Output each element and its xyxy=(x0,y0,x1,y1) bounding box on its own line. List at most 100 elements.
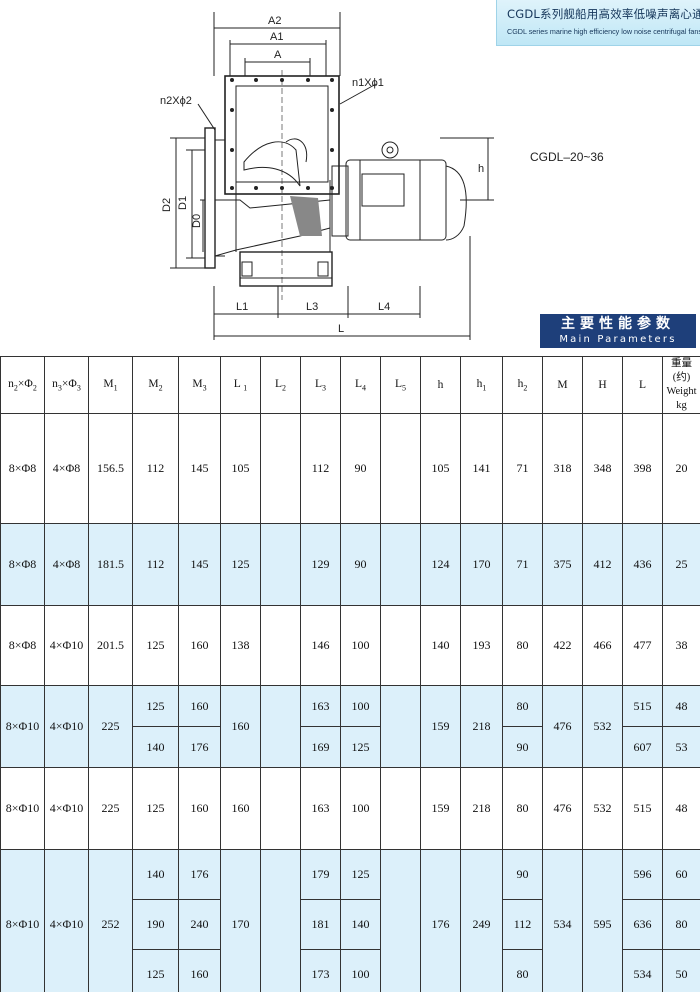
table-cell xyxy=(380,605,421,686)
table-cell: 181 xyxy=(300,899,341,950)
table-cell: 90 xyxy=(340,413,381,524)
column-header-base: M xyxy=(148,377,159,390)
table-cell: 218 xyxy=(460,685,503,768)
table-cell: 8×Φ8 xyxy=(0,605,45,686)
column-header-suffix: ×Φ xyxy=(17,377,33,390)
table-cell: 145 xyxy=(178,413,221,524)
column-header: M2 xyxy=(132,356,179,414)
table-cell: 252 xyxy=(88,849,133,992)
column-header-base: M xyxy=(103,377,114,390)
table-cell: 4×Φ10 xyxy=(44,685,89,768)
column-header-sub: 4 xyxy=(362,383,367,393)
table-cell xyxy=(380,849,421,992)
table-cell: 8×Φ10 xyxy=(0,685,45,768)
dim-label: A xyxy=(274,49,282,61)
table-cell: 140 xyxy=(340,899,381,950)
table-cell: 176 xyxy=(178,726,221,768)
table-cell: 607 xyxy=(622,726,663,768)
table-cell: 218 xyxy=(460,767,503,850)
table-cell xyxy=(260,413,301,524)
table-cell: 249 xyxy=(460,849,503,992)
table-cell: 476 xyxy=(542,767,583,850)
table-cell: 534 xyxy=(542,849,583,992)
column-header: M3 xyxy=(178,356,221,414)
dim-label: D2 xyxy=(161,198,173,212)
table-cell: 534 xyxy=(622,949,663,992)
column-header-sub: 5 xyxy=(402,383,407,393)
dim-label: n2Xϕ2 xyxy=(160,95,192,107)
dim-label: L3 xyxy=(306,301,318,313)
table-cell: 160 xyxy=(178,949,221,992)
table-cell: 4×Φ10 xyxy=(44,849,89,992)
table-cell: 48 xyxy=(662,685,700,727)
table-cell: 532 xyxy=(582,685,623,768)
table-cell: 160 xyxy=(178,605,221,686)
column-header-sub: 2 xyxy=(13,383,18,393)
column-header: h xyxy=(420,356,461,414)
header-title-cn: CGDL系列舰船用高效率低噪声离心通机 xyxy=(507,7,700,21)
table-cell: 193 xyxy=(460,605,503,686)
table-cell: 398 xyxy=(622,413,663,524)
table-cell xyxy=(260,605,301,686)
dim-label: n1Xϕ1 xyxy=(352,77,384,89)
table-cell: 375 xyxy=(542,523,583,606)
table-cell: 160 xyxy=(220,767,261,850)
table-cell: 90 xyxy=(502,849,543,900)
table-cell xyxy=(260,523,301,606)
table-cell: 156.5 xyxy=(88,413,133,524)
table-cell: 100 xyxy=(340,605,381,686)
column-header: L3 xyxy=(300,356,341,414)
table-cell: 225 xyxy=(88,685,133,768)
column-header-base: L xyxy=(354,377,363,390)
table-cell: 477 xyxy=(622,605,663,686)
weight-header-line: kg xyxy=(676,400,687,411)
weight-header-line: Weight xyxy=(666,386,697,397)
technical-drawing: A2 A1 A n1Xϕ1 n2Xϕ2 D2 D1 D0 h L1 L3 L4 … xyxy=(160,12,494,340)
table-cell: 125 xyxy=(220,523,261,606)
table-cell: 138 xyxy=(220,605,261,686)
table-cell: 163 xyxy=(300,685,341,727)
dim-label: D0 xyxy=(191,214,203,228)
table-cell: 80 xyxy=(502,767,543,850)
table-cell: 176 xyxy=(420,849,461,992)
banner-title-cn: 主要性能参数 xyxy=(561,316,675,332)
table-cell: 48 xyxy=(662,767,700,850)
table-cell: 466 xyxy=(582,605,623,686)
table-cell: 105 xyxy=(220,413,261,524)
table-cell: 105 xyxy=(420,413,461,524)
table-cell: 60 xyxy=(662,849,700,900)
column-header-sub: 2 xyxy=(158,383,163,393)
table-cell xyxy=(380,523,421,606)
table-cell xyxy=(260,849,301,992)
table-cell: 100 xyxy=(340,767,381,850)
table-cell xyxy=(260,685,301,768)
table-cell: 160 xyxy=(178,767,221,850)
column-header-sub: 1 xyxy=(482,383,487,393)
column-header-base: L xyxy=(314,377,323,390)
column-header-base: h xyxy=(437,379,444,391)
table-cell: 125 xyxy=(132,685,179,727)
column-header-suffix: ×Φ xyxy=(61,377,77,390)
table-cell xyxy=(380,413,421,524)
table-cell: 595 xyxy=(582,849,623,992)
dim-label: L1 xyxy=(236,301,248,313)
table-cell: 422 xyxy=(542,605,583,686)
column-header: L2 xyxy=(260,356,301,414)
column-header-base: n xyxy=(52,377,58,390)
table-cell: 636 xyxy=(622,899,663,950)
column-header: h1 xyxy=(460,356,503,414)
column-header: M1 xyxy=(88,356,133,414)
table-cell: 318 xyxy=(542,413,583,524)
column-header-sub: 3 xyxy=(57,383,62,393)
column-header: H xyxy=(582,356,623,414)
dim-label: L xyxy=(338,323,344,335)
column-header: L4 xyxy=(340,356,381,414)
table-cell: 100 xyxy=(340,949,381,992)
column-header: M xyxy=(542,356,583,414)
